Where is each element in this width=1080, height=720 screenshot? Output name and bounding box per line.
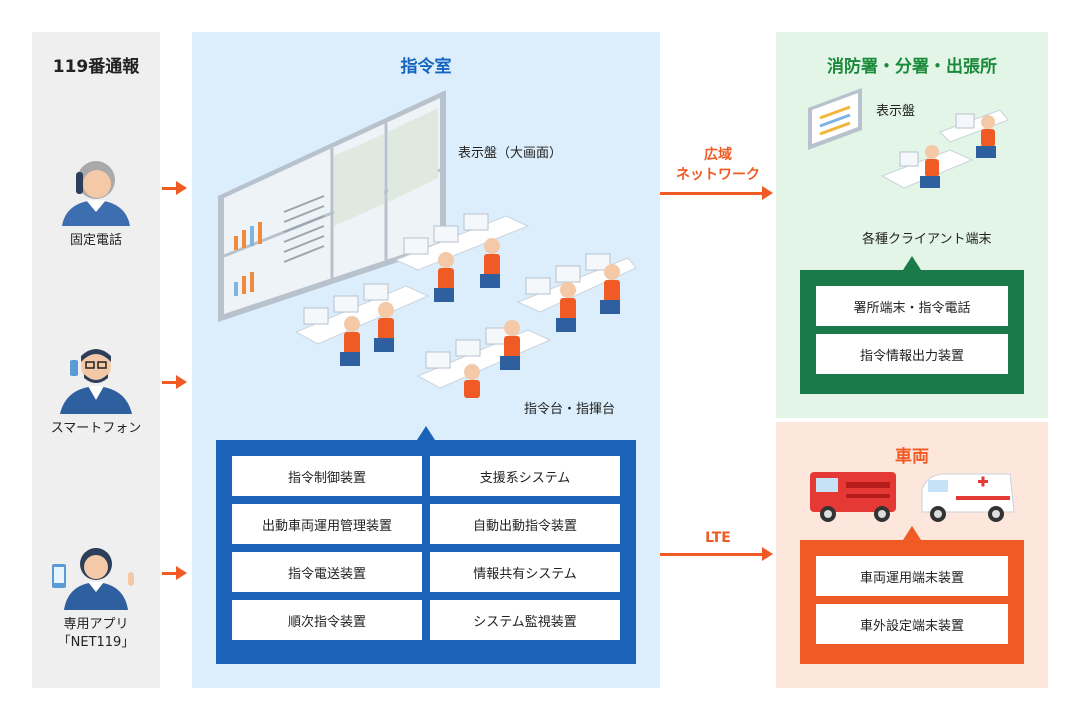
arrow-smartphone [162, 381, 178, 384]
callers-title: 119番通報 [52, 57, 140, 77]
equipment-cell: 情報共有システム [430, 552, 620, 592]
arrow-head-landline [176, 181, 187, 195]
arrow-head-smartphone [176, 375, 187, 389]
wan-arrow-head [762, 186, 773, 200]
large-display-icon [218, 90, 446, 322]
client-terminals-icon [880, 109, 1009, 189]
wan-label-line1: 広域 [704, 147, 732, 163]
station-equipment-cell: 指令情報出力装置 [816, 334, 1008, 374]
command-display-label: 表示盤（大画面） [458, 146, 563, 161]
landline-label: 固定電話 [69, 233, 122, 248]
equipment-cell: システム監視装置 [430, 600, 620, 640]
station-display-label: 表示盤 [876, 104, 916, 119]
station-equipment-cell: 署所端末・指令電話 [816, 286, 1008, 326]
station-equipment-box: 署所端末・指令電話 指令情報出力装置 [800, 270, 1024, 394]
stations-title: 消防署・分署・出張所 [827, 57, 997, 77]
landline-caller-icon [62, 161, 130, 226]
lte-arrow-head [762, 547, 773, 561]
equipment-cell: 出動車両運用管理装置 [232, 504, 422, 544]
command-desk-label: 指令台・指揮台 [524, 402, 616, 417]
vehicle-equipment-cell: 車両運用端末装置 [816, 556, 1008, 596]
arrow-app [162, 572, 178, 575]
smartphone-label: スマートフォン [50, 421, 142, 436]
wan-arrow [660, 192, 764, 195]
station-terminal-label: 各種クライアント端末 [862, 232, 992, 247]
equipment-cell: 支援系システム [430, 456, 620, 496]
green-box-pointer [903, 256, 921, 270]
station-display-icon [808, 88, 862, 150]
arrow-head-app [176, 566, 187, 580]
equipment-cell: 指令制御装置 [232, 456, 422, 496]
wan-label-line2: ネットワーク [676, 167, 760, 183]
command-equipment-box: 指令制御装置 支援系システム 出動車両運用管理装置 自動出動指令装置 指令電送装… [216, 440, 636, 664]
smartphone-caller-icon [60, 349, 132, 414]
vehicle-equipment-box: 車両運用端末装置 車外設定端末装置 [800, 540, 1024, 664]
app-label-line1: 専用アプリ [63, 617, 129, 632]
equipment-cell: 指令電送装置 [232, 552, 422, 592]
dispatch-desks-icon [296, 213, 636, 398]
arrow-landline [162, 187, 178, 190]
lte-arrow [660, 553, 764, 556]
blue-box-pointer [417, 426, 435, 440]
lte-label: LTE [705, 530, 731, 546]
equipment-cell: 順次指令装置 [232, 600, 422, 640]
equipment-cell: 自動出動指令装置 [430, 504, 620, 544]
vehicle-equipment-cell: 車外設定端末装置 [816, 604, 1008, 644]
fire-engine-ambulance-icon [810, 472, 1015, 522]
command-room-title: 指令室 [400, 57, 452, 77]
app-user-icon [52, 548, 134, 610]
orange-box-pointer [903, 526, 921, 540]
vehicles-title: 車両 [895, 447, 929, 467]
app-label-line2: 「NET119」 [57, 635, 135, 650]
